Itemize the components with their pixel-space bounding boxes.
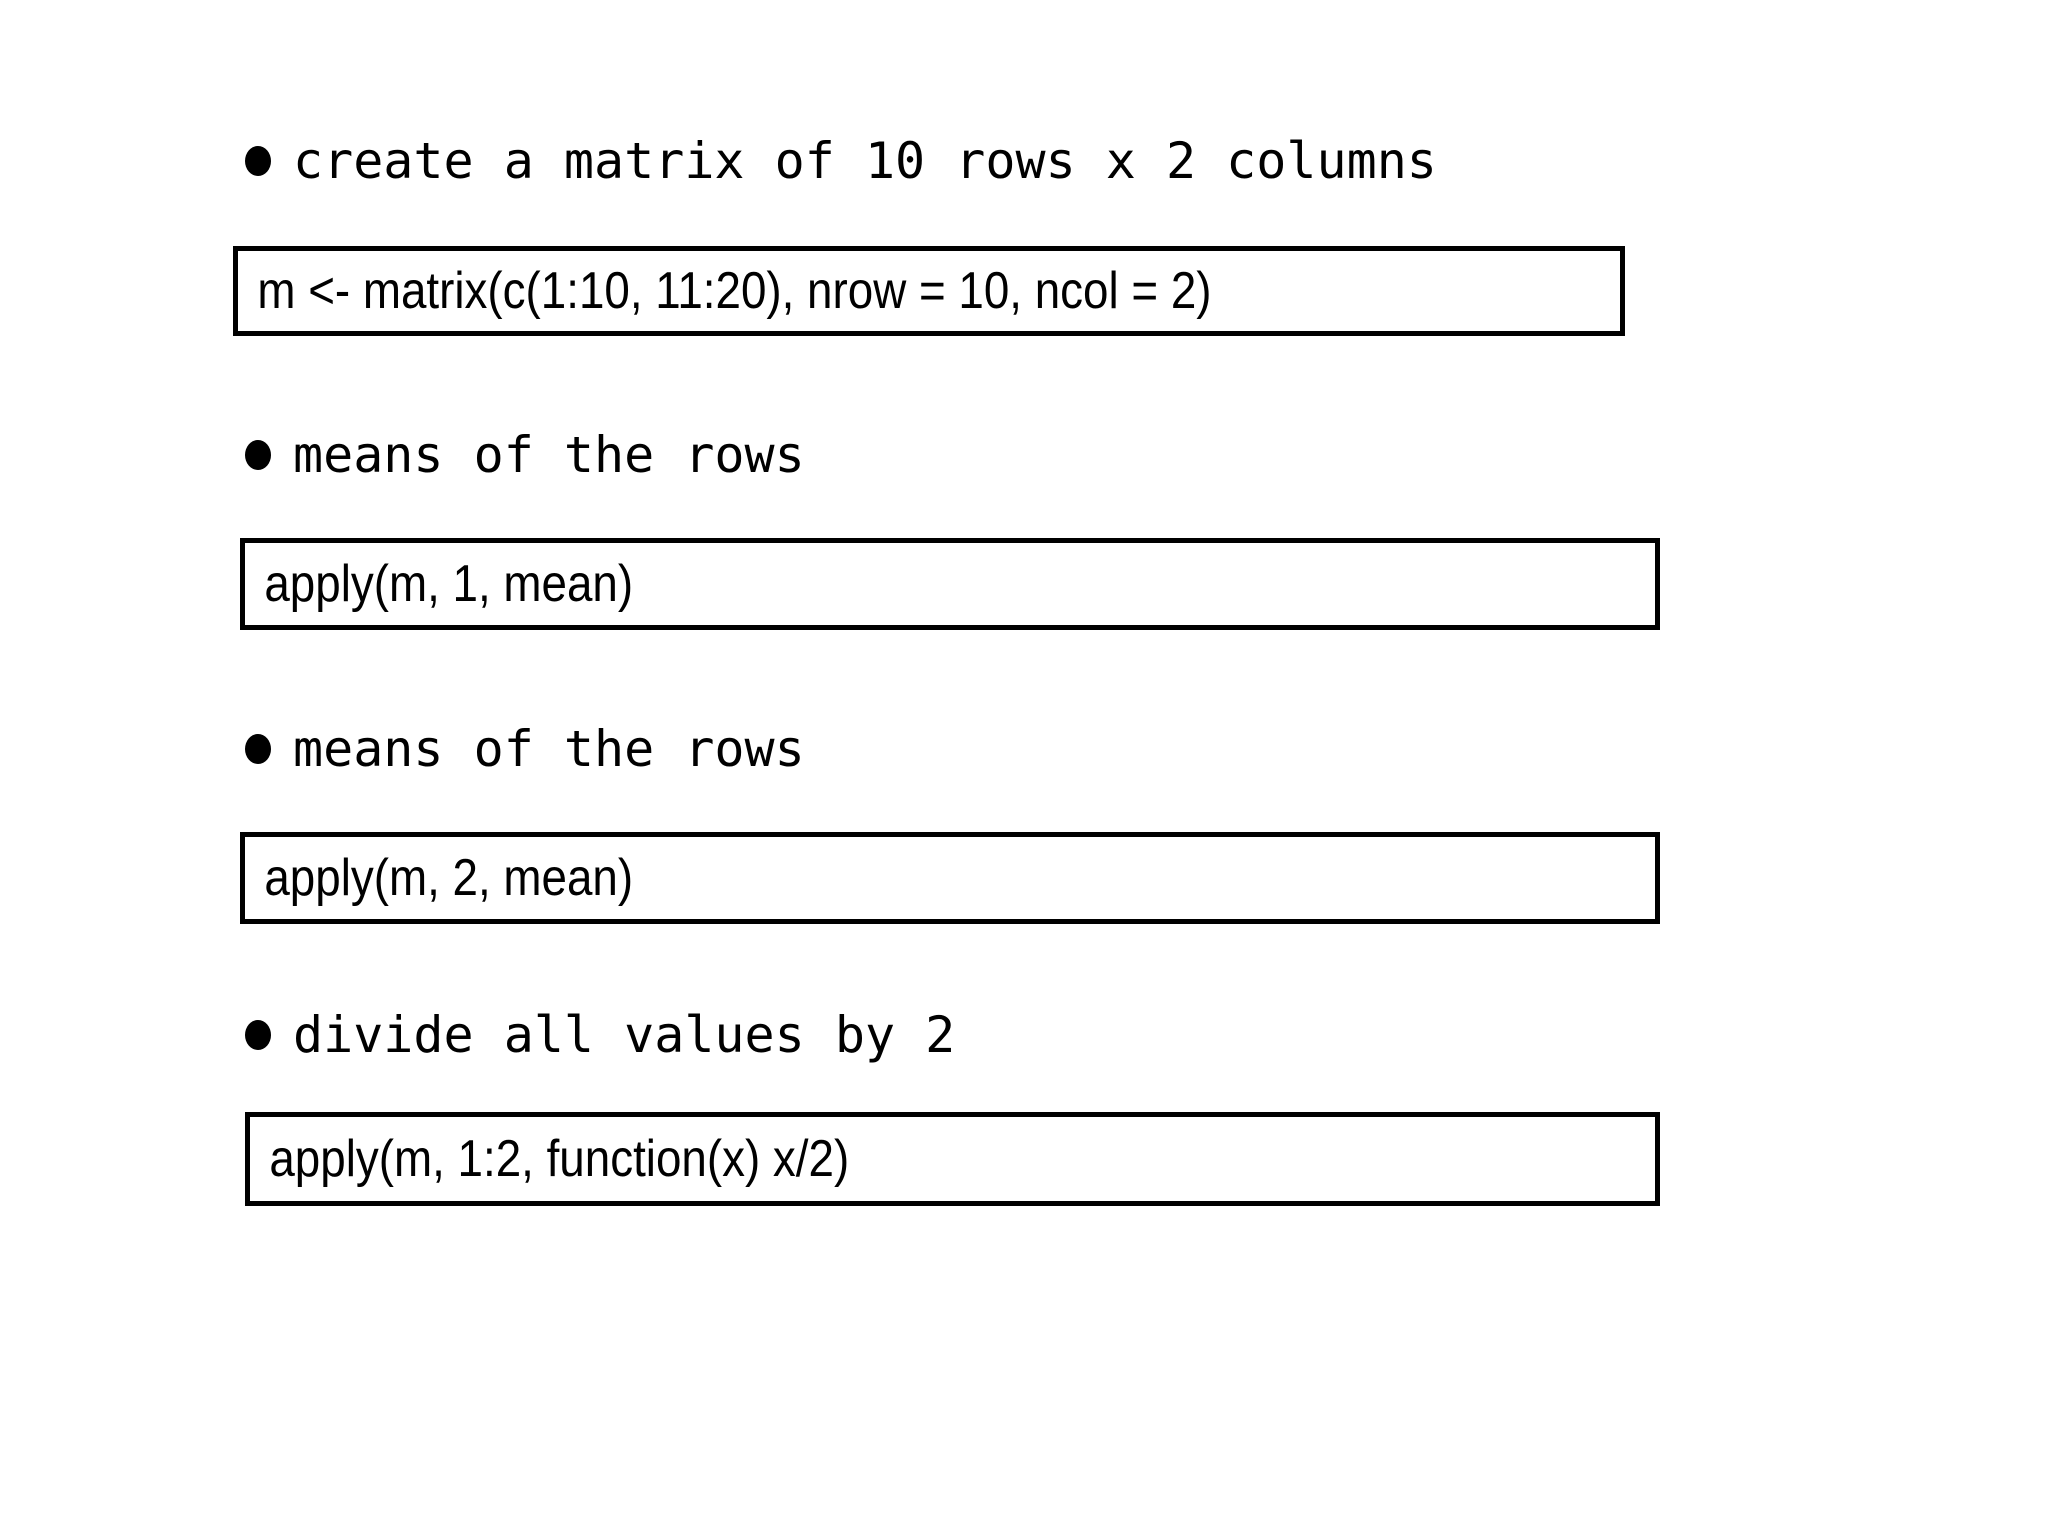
bullet-label: means of the rows xyxy=(293,426,805,484)
bullet-label: means of the rows xyxy=(293,720,805,778)
bullet-dot-icon xyxy=(245,146,271,176)
bullet-dot-icon xyxy=(245,734,271,764)
bullet-item-4: divide all values by 2 xyxy=(0,1000,2048,1070)
bullet-label: create a matrix of 10 rows x 2 columns xyxy=(293,132,1437,190)
bullet-label: divide all values by 2 xyxy=(293,1006,956,1064)
code-text: m <- matrix(c(1:10, 11:20), nrow = 10, n… xyxy=(257,262,1212,320)
bullet-item-2: means of the rows xyxy=(0,420,2048,490)
code-box-2[interactable]: apply(m, 1, mean) xyxy=(240,538,1660,630)
bullet-dot-icon xyxy=(245,1020,271,1050)
bullet-row: means of the rows xyxy=(0,714,2048,784)
bullet-row: divide all values by 2 xyxy=(0,1000,2048,1070)
bullet-row: means of the rows xyxy=(0,420,2048,490)
bullet-row: create a matrix of 10 rows x 2 columns xyxy=(0,126,2048,196)
code-text: apply(m, 2, mean) xyxy=(264,849,634,907)
code-text: apply(m, 1:2, function(x) x/2) xyxy=(269,1130,850,1188)
bullet-item-1: create a matrix of 10 rows x 2 columns xyxy=(0,126,2048,196)
code-box-3[interactable]: apply(m, 2, mean) xyxy=(240,832,1660,924)
bullet-dot-icon xyxy=(245,440,271,470)
code-box-1[interactable]: m <- matrix(c(1:10, 11:20), nrow = 10, n… xyxy=(233,246,1625,336)
bullet-item-3: means of the rows xyxy=(0,714,2048,784)
code-text: apply(m, 1, mean) xyxy=(264,555,634,613)
code-box-4[interactable]: apply(m, 1:2, function(x) x/2) xyxy=(245,1112,1660,1206)
